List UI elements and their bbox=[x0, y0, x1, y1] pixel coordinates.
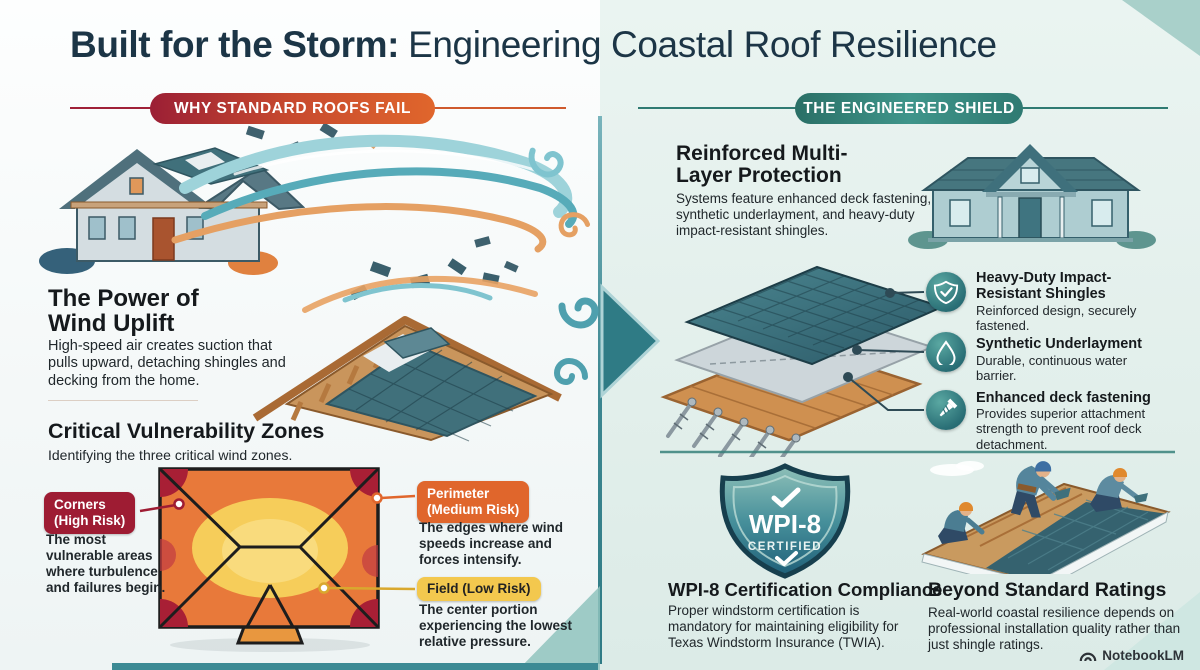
zone-perimeter-name: Perimeter bbox=[427, 486, 490, 501]
zone-corners-risk: (High Risk) bbox=[54, 513, 126, 529]
engineered-house-illustration bbox=[908, 144, 1156, 249]
page-title-rest: Engineering Coastal Roof Resilience bbox=[408, 24, 997, 65]
vulnerability-subheading: Identifying the three critical wind zone… bbox=[48, 447, 293, 463]
shield-check-icon bbox=[926, 272, 966, 312]
wpi-certified-shield-badge: WPI-8 CERTIFIED bbox=[719, 463, 851, 579]
layer-callout-body: Provides superior attachment strength to… bbox=[976, 406, 1146, 452]
roof-uplift-closeup-illustration bbox=[252, 258, 562, 442]
beyond-ratings-body: Real-world coastal resilience depends on… bbox=[928, 605, 1181, 653]
wpi-badge-subtitle: CERTIFIED bbox=[748, 541, 822, 553]
hip-ridge-lines bbox=[158, 467, 380, 629]
layer-callout-heading: Heavy-Duty Impact-Resistant Shingles bbox=[976, 270, 1112, 303]
wind-uplift-heading: The Power of Wind Uplift bbox=[48, 285, 199, 338]
wind-uplift-body: High-speed air creates suction that pull… bbox=[48, 338, 286, 389]
beyond-ratings-heading: Beyond Standard Ratings bbox=[928, 579, 1167, 601]
wind-damage-house-illustration bbox=[39, 122, 591, 275]
worker-figure bbox=[1010, 461, 1071, 518]
compliance-heading: WPI-8 Certification Compliance bbox=[668, 579, 943, 600]
check-icon bbox=[775, 551, 798, 566]
vulnerability-heading: Critical Vulnerability Zones bbox=[48, 419, 325, 443]
zone-badge-corners: Corners (High Risk) bbox=[44, 492, 136, 535]
protection-body: Systems feature enhanced deck fastening,… bbox=[676, 191, 932, 239]
zone-badge-perimeter: Perimeter (Medium Risk) bbox=[417, 481, 530, 524]
layered-roof-system-diagram bbox=[660, 265, 945, 457]
layer-callout-heading: Synthetic Underlayment bbox=[976, 336, 1142, 352]
center-divider-line bbox=[598, 116, 602, 664]
zone-field-name: Field bbox=[427, 581, 459, 596]
zone-perimeter-risk: (Medium Risk) bbox=[427, 502, 520, 518]
zone-corners-description: The most vulnerable areas where turbulen… bbox=[46, 532, 166, 595]
layer-callout-heading: Enhanced deck fastening bbox=[976, 390, 1151, 406]
zone-badge-field: Field (Low Risk) bbox=[417, 577, 541, 602]
zone-field-risk: (Low Risk) bbox=[462, 581, 531, 596]
roof-zones-plan-diagram bbox=[158, 467, 380, 652]
deck-screws bbox=[666, 397, 801, 457]
wpi-badge-title: WPI-8 bbox=[749, 509, 821, 539]
roofing-crew-illustration bbox=[921, 461, 1171, 574]
protection-heading: Reinforced Multi-Layer Protection bbox=[676, 142, 848, 188]
zone-field-description: The center portion experiencing the lowe… bbox=[419, 602, 573, 649]
water-drop-icon bbox=[926, 332, 966, 372]
watermark-label: NotebookLM bbox=[1102, 648, 1184, 663]
page-title: Built for the Storm:Engineering Coastal … bbox=[70, 24, 997, 66]
layer-callout-body: Reinforced design, securely fastened. bbox=[976, 303, 1137, 334]
notebooklm-logo-icon bbox=[1079, 652, 1097, 661]
section-badge-why-roofs-fail: WHY STANDARD ROOFS FAIL bbox=[150, 93, 435, 124]
worker-figure bbox=[1090, 468, 1148, 512]
section-badge-engineered-shield: THE ENGINEERED SHIELD bbox=[795, 93, 1023, 124]
notebooklm-watermark: NotebookLM bbox=[1079, 648, 1184, 663]
layer-callout-body: Durable, continuous water barrier. bbox=[976, 353, 1128, 384]
screw-icon bbox=[926, 390, 966, 430]
divider-rule bbox=[48, 400, 198, 401]
zone-perimeter-description: The edges where wind speeds increase and… bbox=[419, 520, 564, 567]
shingle-grid bbox=[348, 349, 514, 442]
worker-figure bbox=[938, 502, 985, 544]
wind-swirl-streams bbox=[171, 134, 591, 253]
page-title-emphasis: Built for the Storm: bbox=[70, 24, 400, 65]
zone-corners-name: Corners bbox=[54, 497, 106, 512]
check-icon bbox=[771, 487, 801, 508]
wind-swirl-icon bbox=[553, 297, 599, 386]
compliance-body: Proper windstorm certification is mandat… bbox=[668, 603, 899, 651]
